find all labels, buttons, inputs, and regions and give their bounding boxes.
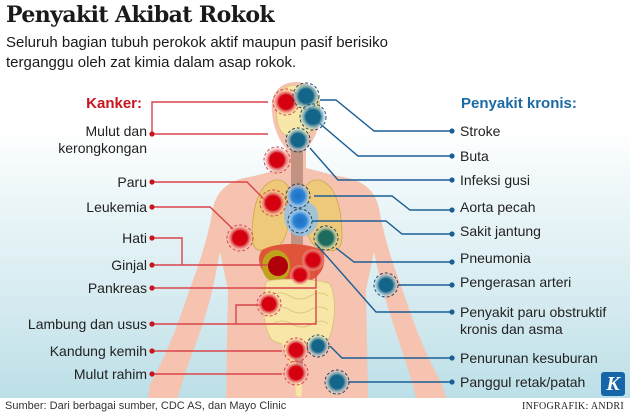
chronic-item-pneumonia: Pneumonia (460, 250, 531, 266)
chronic-item-artery: Pengerasan arteri (460, 274, 572, 290)
chronic-item-heart: Sakit jantung (460, 223, 541, 239)
kompas-logo-icon: K (601, 372, 625, 396)
chronic-item-stroke: Stroke (460, 123, 501, 139)
cancer-item-leukemia: Leukemia (86, 199, 147, 215)
cancer-item-stomach: Lambung dan usus (27, 316, 147, 332)
chronic-label: Penyakit paru obstruktif (460, 304, 607, 320)
chronic-item-copd: Penyakit paru obstruktif kronis dan asma (460, 304, 606, 338)
chronic-lines (309, 99, 450, 383)
cancer-item-bladder: Kandung kemih (49, 343, 147, 359)
page-subtitle: Seluruh bagian tubuh perokok aktif maupu… (6, 34, 388, 71)
cancer-item-kidney: Ginjal (111, 257, 147, 273)
cancer-item-mouth: Mulut dan kerongkongan (58, 123, 147, 157)
cancer-label: Mulut dan (85, 123, 147, 139)
chronic-item-fertility: Penurunan kesuburan (460, 350, 598, 366)
cancer-spots (226, 88, 324, 386)
chronic-item-blind: Buta (460, 148, 489, 164)
cancer-item-pancreas: Pankreas (87, 280, 147, 296)
chronic-item-gum: Infeksi gusi (460, 172, 531, 188)
cancer-lines (151, 101, 317, 375)
chronic-dots (449, 128, 455, 385)
chronic-spots (285, 82, 399, 395)
cancer-label-line2: kerongkongan (58, 140, 147, 156)
chronic-item-aorta: Aorta pecah (460, 199, 536, 215)
cancer-item-liver: Hati (122, 230, 147, 246)
chronic-label-line2: kronis dan asma (460, 321, 563, 337)
source-note: Sumber: Dari berbagai sumber, CDC AS, da… (5, 400, 287, 412)
cancer-dots (149, 131, 155, 377)
cancer-heading: Kanker: (86, 95, 142, 112)
page-title: Penyakit Akibat Rokok (6, 2, 275, 28)
cancer-item-lung: Paru (117, 174, 147, 190)
chronic-item-hip: Panggul retak/patah (460, 374, 586, 390)
infographic-credit: INFOGRAFIK: ANDRI (521, 401, 624, 412)
cancer-item-cervix: Mulut rahim (73, 366, 147, 382)
chronic-heading: Penyakit kronis: (461, 95, 577, 112)
